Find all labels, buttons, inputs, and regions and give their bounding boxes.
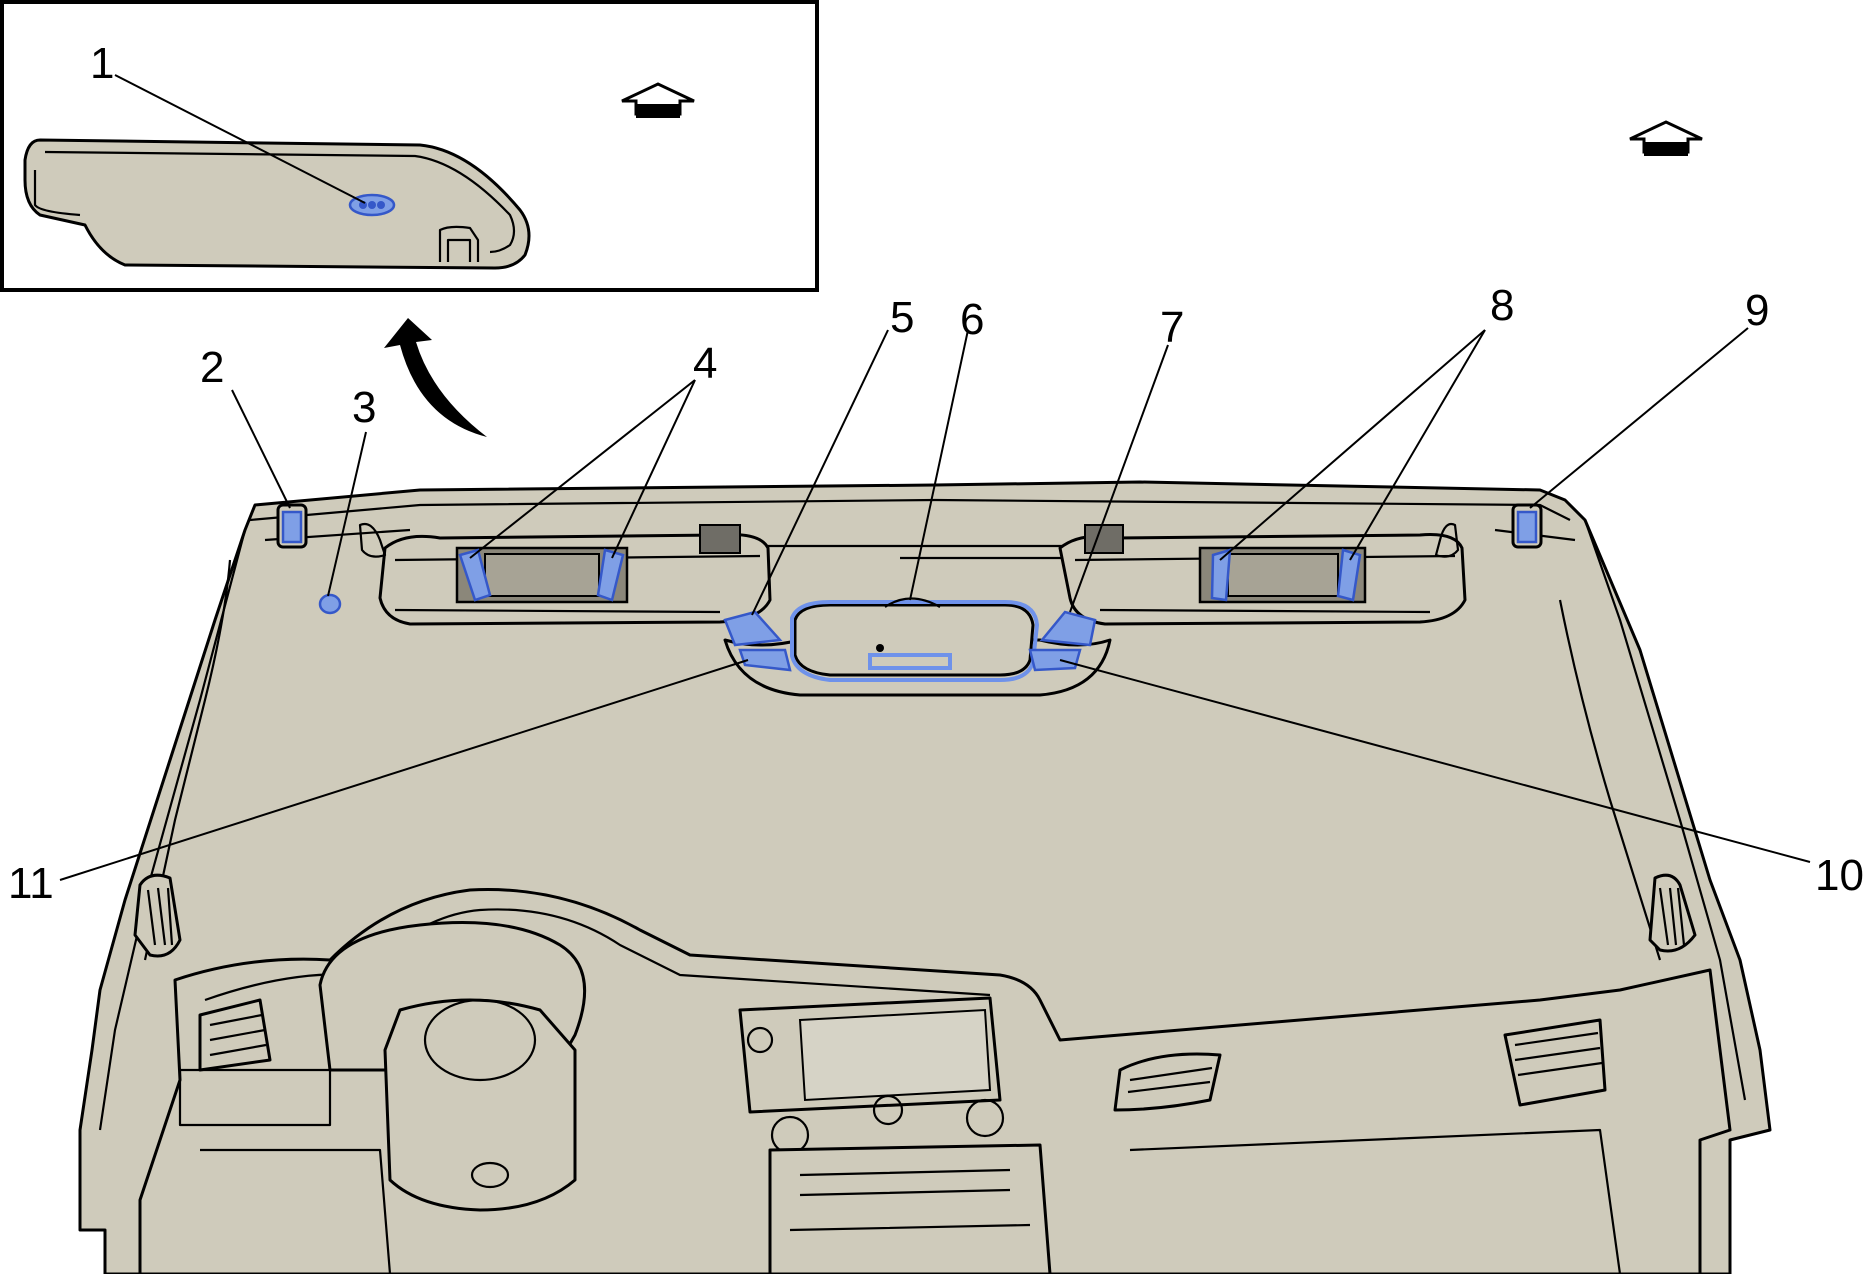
callout-8: 8 [1490,281,1514,330]
callout-labels: 1 2 3 4 5 6 7 8 9 10 11 [8,39,1864,908]
up-arrow-icon [1629,120,1703,156]
callout-2: 2 [200,343,224,392]
instrument-panel [138,888,1732,1276]
leader-lines [59,74,1811,881]
callout-7: 7 [1160,303,1184,352]
callout-5: 5 [890,293,914,342]
callout-6: 6 [960,295,984,344]
callout-1: 1 [90,39,114,88]
right-side-vent [1648,873,1697,953]
callout-4: 4 [693,339,717,388]
callout-3: 3 [352,383,376,432]
sun-visor-inset [23,138,531,270]
left-side-vent [133,873,182,958]
callout-9: 9 [1745,286,1769,335]
callout-10: 10 [1815,851,1864,900]
curved-arrow-icon [384,318,487,437]
headliner [78,480,1772,1276]
inset-view [0,0,819,292]
up-arrow-icon [621,82,695,118]
callout-11: 11 [8,859,54,908]
